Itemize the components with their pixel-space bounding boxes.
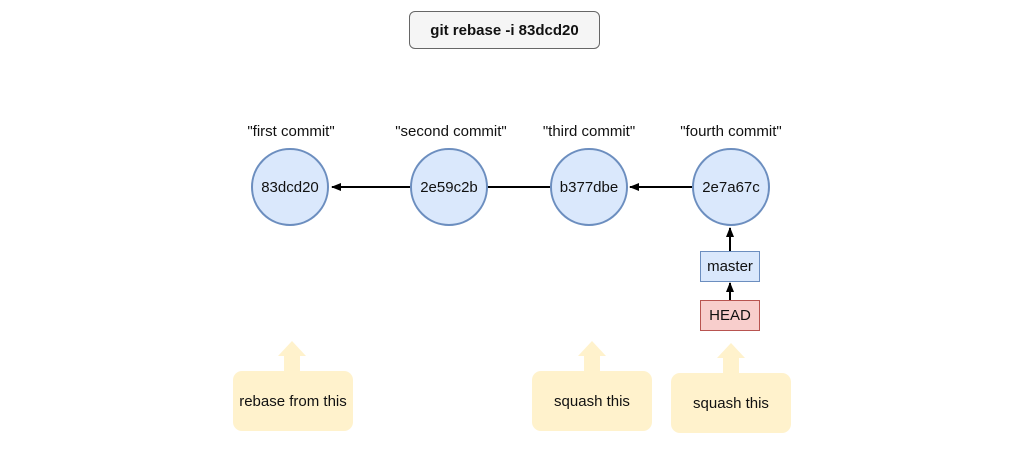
note-rebase-from: rebase from this xyxy=(233,371,353,431)
commit-node-1[interactable]: 83dcd20 xyxy=(251,148,329,226)
note-pointer-rebase xyxy=(278,341,306,356)
command-prefix: git rebase -i xyxy=(430,21,519,39)
commit-hash-2: 2e59c2b xyxy=(420,178,478,196)
note-rebase-from-text: rebase from this xyxy=(239,392,347,410)
note-pointer-squash-third xyxy=(578,341,606,356)
note-squash-third: squash this xyxy=(532,371,652,431)
command-box: git rebase -i 83dcd20 xyxy=(409,11,600,49)
note-pointer-squash-fourth xyxy=(717,343,745,358)
branch-master-label[interactable]: master xyxy=(700,251,760,282)
branch-name: master xyxy=(707,258,753,275)
note-squash-fourth-text: squash this xyxy=(693,394,769,412)
note-pointer-squash-fourth-stem xyxy=(723,357,739,374)
commit-message-3: "third commit" xyxy=(542,123,636,140)
commit-message-4: "fourth commit" xyxy=(680,123,782,140)
note-pointer-rebase-stem xyxy=(284,355,300,372)
command-hash: 83dcd20 xyxy=(518,21,579,39)
commit-hash-1: 83dcd20 xyxy=(261,178,319,196)
commit-node-4[interactable]: 2e7a67c xyxy=(692,148,770,226)
note-pointer-squash-third-stem xyxy=(584,355,600,372)
commit-message-2: "second commit" xyxy=(395,123,507,140)
commit-hash-3: b377dbe xyxy=(559,178,619,196)
note-squash-third-text: squash this xyxy=(554,392,630,410)
commit-node-3[interactable]: b377dbe xyxy=(550,148,628,226)
commit-message-1: "first commit" xyxy=(247,123,335,140)
commit-hash-4: 2e7a67c xyxy=(702,178,760,196)
head-name: HEAD xyxy=(709,307,751,324)
note-squash-fourth: squash this xyxy=(671,373,791,433)
commit-node-2[interactable]: 2e59c2b xyxy=(410,148,488,226)
head-label[interactable]: HEAD xyxy=(700,300,760,331)
